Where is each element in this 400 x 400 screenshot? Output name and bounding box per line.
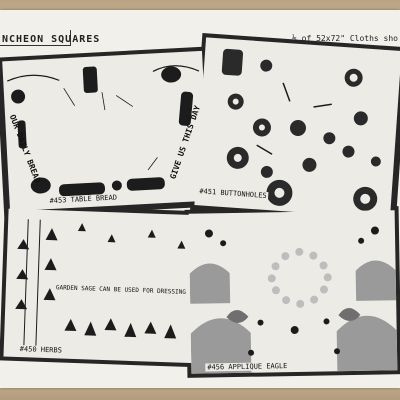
- panel-table-bread: OUR DAILY BREAD GIVE US THIS DAY #453 TA…: [2, 50, 210, 212]
- buttons-illustration: [221, 48, 381, 211]
- catalog-sheet: NCHEON SQUARES ½ of 52x72" Cloths sho: [0, 10, 400, 388]
- sheet-note: ½ of 52x72" Cloths sho: [292, 34, 398, 43]
- panel-herbs: GARDEN SAGE CAN BE USED FOR DRESSING #45…: [3, 208, 207, 364]
- title-underline: [0, 30, 71, 46]
- bread-illustration: [7, 65, 200, 197]
- panel-label-herbs: #450 HERBS: [17, 344, 65, 355]
- eagle-illustration: [189, 226, 398, 374]
- panel-label-eagle: #456 APPLIQUE EAGLE: [205, 362, 290, 372]
- sheet-title: NCHEON SQUARES: [2, 34, 101, 45]
- panel-applique-eagle: #456 APPLIQUE EAGLE: [188, 210, 398, 374]
- panel-buttonholes: #451 BUTTONHOLES: [194, 37, 400, 219]
- herbs-illustration: [15, 219, 186, 350]
